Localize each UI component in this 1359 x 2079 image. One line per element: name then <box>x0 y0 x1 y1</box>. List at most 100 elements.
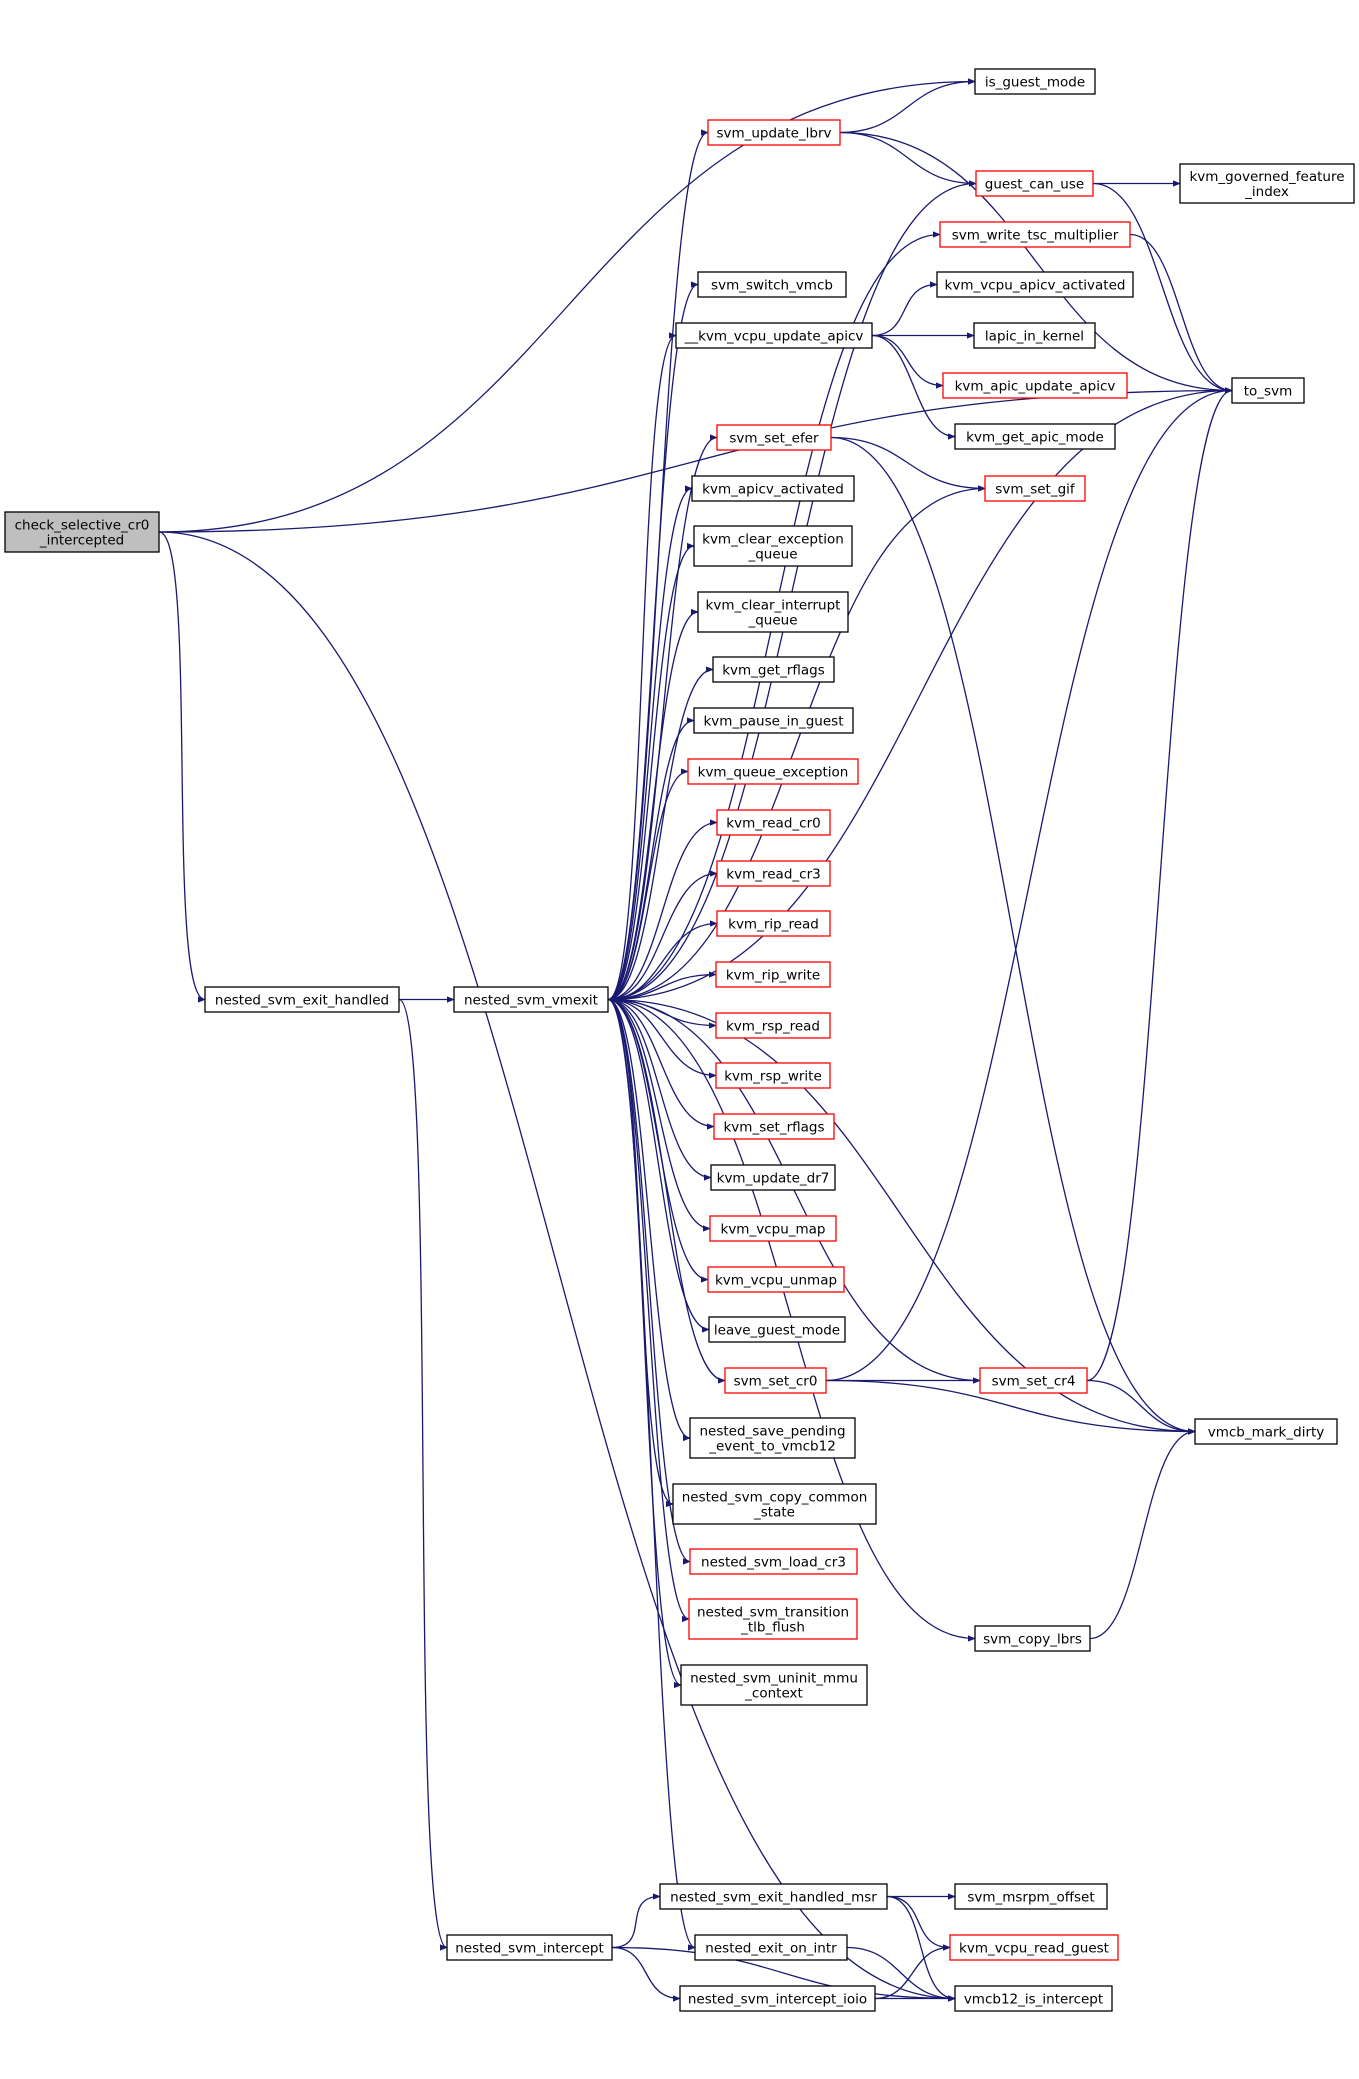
node-kvm-vcpu-update-apicv[interactable]: __kvm_vcpu_update_apicv <box>675 322 873 349</box>
node-svm-set-gif[interactable]: svm_set_gif <box>984 475 1086 502</box>
node-vmcb12-is-intercept[interactable]: vmcb12_is_intercept <box>954 1985 1113 2012</box>
node-kvm-pause-in-guest[interactable]: kvm_pause_in_guest <box>693 707 854 734</box>
node-kvm-rsp-write[interactable]: kvm_rsp_write <box>715 1062 831 1089</box>
node-nested-exit-on-intr[interactable]: nested_exit_on_intr <box>694 1934 848 1961</box>
edge-arrow <box>607 920 718 1001</box>
node-svm-write-tsc[interactable]: svm_write_tsc_multiplier <box>939 221 1131 248</box>
node-box <box>939 221 1131 248</box>
node-kvm-vcpu-read-guest[interactable]: kvm_vcpu_read_guest <box>949 1934 1119 1961</box>
node-kvm-update-dr7[interactable]: kvm_update_dr7 <box>710 1164 836 1191</box>
node-nested-svm-intercept[interactable]: nested_svm_intercept <box>446 1934 613 1961</box>
node-kvm-vcpu-apicv-activated[interactable]: kvm_vcpu_apicv_activated <box>936 271 1134 298</box>
node-kvm-rip-write[interactable]: kvm_rip_write <box>715 961 831 988</box>
node-box <box>715 961 831 988</box>
node-kvm-vcpu-map[interactable]: kvm_vcpu_map <box>709 1215 837 1242</box>
node-box <box>936 271 1134 298</box>
node-box <box>204 986 400 1013</box>
node-kvm-governed[interactable]: kvm_governed_feature_index <box>1179 163 1355 204</box>
node-kvm-vcpu-unmap[interactable]: kvm_vcpu_unmap <box>707 1266 845 1293</box>
node-nested-svm-intercept-ioio[interactable]: nested_svm_intercept_ioio <box>679 1985 876 2012</box>
node-label: svm_update_lbrv <box>716 126 831 142</box>
edge-check-selective-to-nested-svm-exit-handled <box>158 531 206 1003</box>
node-svm-msrpm-offset[interactable]: svm_msrpm_offset <box>954 1883 1108 1910</box>
node-label: nested_svm_intercept_ioio <box>688 1992 867 2008</box>
edge-nested-svm-vmexit-to-svm-switch-vmcb <box>607 281 699 1001</box>
node-svm-copy-lbrs[interactable]: svm_copy_lbrs <box>974 1625 1091 1652</box>
node-label: svm_switch_vmcb <box>711 278 833 294</box>
node-svm-switch-vmcb[interactable]: svm_switch_vmcb <box>697 271 847 298</box>
node-label: kvm_update_dr7 <box>717 1171 830 1187</box>
node-box <box>979 1367 1088 1394</box>
node-vmcb-mark-dirty[interactable]: vmcb_mark_dirty <box>1194 1418 1338 1445</box>
node-label: kvm_clear_exception <box>702 532 844 548</box>
edge-arrow <box>398 998 448 1951</box>
edge-nested-svm-vmexit-to-kvm-get-rflags <box>607 666 714 1001</box>
node-nested-svm-vmexit[interactable]: nested_svm_vmexit <box>453 986 609 1013</box>
node-nested-svm-load-cr3[interactable]: nested_svm_load_cr3 <box>689 1548 858 1575</box>
node-box <box>689 1548 858 1575</box>
node-label: nested_svm_exit_handled_msr <box>670 1890 877 1906</box>
edge-arrow <box>607 819 718 1001</box>
node-check-selective[interactable]: check_selective_cr0_intercepted <box>4 511 160 553</box>
node-leave-guest-mode[interactable]: leave_guest_mode <box>708 1316 846 1343</box>
node-box <box>680 1664 868 1706</box>
node-kvm-get-rflags[interactable]: kvm_get_rflags <box>712 656 835 683</box>
node-label: nested_svm_load_cr3 <box>701 1555 846 1571</box>
node-svm-set-efer[interactable]: svm_set_efer <box>716 424 832 451</box>
node-kvm-clear-interrupt-queue[interactable]: kvm_clear_interrupt_queue <box>697 591 849 633</box>
node-nested-svm-copy-common[interactable]: nested_svm_copy_common_state <box>672 1483 877 1525</box>
edge-arrow <box>607 666 714 1001</box>
node-kvm-rip-read[interactable]: kvm_rip_read <box>716 910 831 937</box>
edge-nested-svm-vmexit-to-svm-set-cr0 <box>607 998 726 1384</box>
node-to-svm[interactable]: to_svm <box>1231 377 1305 404</box>
node-box <box>716 809 831 836</box>
node-svm-set-cr0[interactable]: svm_set_cr0 <box>724 1367 827 1394</box>
node-label: nested_svm_exit_handled <box>215 993 389 1009</box>
node-nested-svm-exit-handled[interactable]: nested_svm_exit_handled <box>204 986 400 1013</box>
edge-nested-svm-vmexit-to-leave-guest-mode <box>607 998 710 1333</box>
node-svm-set-cr4[interactable]: svm_set_cr4 <box>979 1367 1088 1394</box>
node-box <box>716 424 832 451</box>
edge-nested-svm-vmexit-to-kvm-pause-in-guest <box>607 717 695 1001</box>
edge-arrow <box>607 998 696 1951</box>
node-guest-can-use[interactable]: guest_can_use <box>975 170 1094 197</box>
node-kvm-rsp-read[interactable]: kvm_rsp_read <box>715 1012 831 1039</box>
edge-arrow <box>1086 1379 1196 1435</box>
node-kvm-get-apic-mode[interactable]: kvm_get_apic_mode <box>954 423 1116 450</box>
edge-nested-svm-vmexit-to-kvm-rsp-write <box>607 998 717 1079</box>
node-label: kvm_get_apic_mode <box>966 430 1104 446</box>
node-nested-save-pending[interactable]: nested_save_pending_event_to_vmcb12 <box>689 1417 856 1459</box>
node-nested-svm-exit-handled-msr[interactable]: nested_svm_exit_handled_msr <box>659 1883 888 1910</box>
edge-arrow <box>607 485 693 1001</box>
node-label: nested_svm_intercept <box>455 1941 604 1957</box>
edge-nested-svm-vmexit-to-nested-svm-uninit-mmu <box>607 998 682 1689</box>
node-nested-svm-transition[interactable]: nested_svm_transition_tlb_flush <box>688 1598 858 1640</box>
node-svm-update-lbrv[interactable]: svm_update_lbrv <box>707 119 841 146</box>
node-kvm-clear-exception-queue[interactable]: kvm_clear_exception_queue <box>693 525 853 567</box>
edge-arrow <box>871 334 956 440</box>
node-kvm-read-cr3[interactable]: kvm_read_cr3 <box>716 860 831 887</box>
node-kvm-read-cr0[interactable]: kvm_read_cr0 <box>716 809 831 836</box>
node-label: svm_msrpm_offset <box>967 1890 1094 1906</box>
node-box <box>688 1598 858 1640</box>
edge-nested-svm-vmexit-to-kvm-rip-write <box>607 971 717 1001</box>
edge-arrow <box>607 998 717 1079</box>
node-box <box>710 1164 836 1191</box>
node-label: _queue <box>747 613 797 629</box>
node-label: _queue <box>747 547 797 563</box>
node-is-guest-mode[interactable]: is_guest_mode <box>974 68 1096 95</box>
node-kvm-apicv-activated[interactable]: kvm_apicv_activated <box>691 475 855 502</box>
node-label: kvm_rsp_write <box>724 1069 822 1085</box>
node-box <box>693 707 854 734</box>
node-label: nested_exit_on_intr <box>705 1941 837 1957</box>
node-label: kvm_read_cr3 <box>726 867 820 883</box>
node-kvm-queue-exception[interactable]: kvm_queue_exception <box>687 758 859 785</box>
node-kvm-apic-update-apicv[interactable]: kvm_apic_update_apicv <box>942 372 1128 399</box>
node-box <box>446 1934 613 1961</box>
edge-svm-set-efer-to-svm-set-gif <box>830 436 986 492</box>
node-kvm-set-rflags[interactable]: kvm_set_rflags <box>713 1113 835 1140</box>
node-lapic-in-kernel[interactable]: lapic_in_kernel <box>973 322 1096 349</box>
node-nested-svm-uninit-mmu[interactable]: nested_svm_uninit_mmu_context <box>680 1664 868 1706</box>
edge-nested-svm-vmexit-to-nested-svm-load-cr3 <box>607 998 691 1565</box>
node-label: kvm_vcpu_unmap <box>715 1273 837 1289</box>
